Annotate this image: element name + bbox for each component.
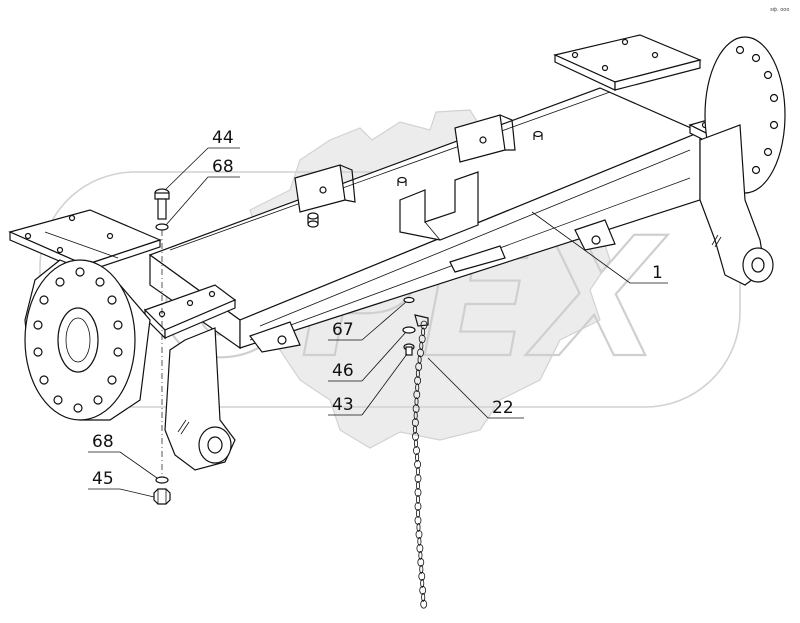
chain-link — [419, 585, 427, 595]
callouts: 44 68 1 67 46 43 22 — [88, 128, 668, 498]
left-hub-bore — [57, 307, 99, 373]
beam-brackets — [294, 114, 543, 241]
washer-67 — [403, 296, 415, 304]
chain-link — [415, 383, 420, 393]
chain-link — [414, 397, 419, 407]
right-end-assembly — [553, 34, 786, 286]
chain-link — [414, 376, 422, 386]
svg-text:68: 68 — [212, 157, 234, 177]
nut-45 — [153, 488, 171, 505]
chain-link — [415, 494, 420, 504]
chain-link — [419, 341, 424, 351]
chain-link — [414, 459, 422, 469]
svg-text:45: 45 — [92, 469, 114, 489]
chain-link — [415, 453, 420, 462]
bolt-44 — [154, 188, 170, 220]
chain-link — [414, 501, 422, 511]
chain-link — [418, 551, 423, 560]
svg-text:68: 68 — [92, 432, 114, 452]
screw-43 — [403, 343, 415, 356]
callout-68-top: 68 — [165, 157, 240, 226]
chain-link — [412, 404, 420, 414]
chain-link — [413, 390, 421, 400]
chain-link — [417, 557, 425, 567]
chain-link — [413, 411, 418, 421]
chain-link — [414, 487, 422, 497]
callout-22: 22 — [427, 357, 524, 419]
chain-link — [412, 425, 417, 434]
left-end-assembly — [8, 209, 237, 471]
svg-text:67: 67 — [332, 320, 354, 340]
svg-text:1: 1 — [652, 263, 663, 283]
washer-46 — [402, 326, 416, 334]
chain-link — [415, 362, 423, 372]
chain-22 — [411, 314, 429, 609]
corner-note: эф. ооо — [770, 7, 789, 13]
chain-link — [416, 523, 421, 532]
beam-lug-right — [574, 219, 616, 251]
chain-link — [415, 369, 420, 379]
svg-text:22: 22 — [492, 398, 514, 418]
callout-46: 46 — [328, 331, 407, 382]
left-mount-plate-top — [8, 209, 162, 266]
left-pivot-eye — [198, 426, 232, 464]
chain-link — [420, 578, 425, 588]
chain-link — [414, 473, 422, 483]
chain-link — [421, 327, 426, 337]
chain-link — [415, 466, 420, 476]
callout-1: 1 — [531, 211, 668, 284]
chain-link — [417, 355, 422, 365]
svg-text:43: 43 — [332, 395, 354, 415]
callout-43: 43 — [328, 353, 408, 416]
beam-lug-left — [249, 321, 301, 353]
callout-68-bottom: 68 — [88, 432, 158, 479]
chain-link — [412, 432, 419, 441]
chain-link — [414, 516, 422, 525]
chain-link — [420, 599, 428, 609]
callout-67: 67 — [328, 301, 407, 341]
callout-44: 44 — [164, 128, 240, 191]
chain-link — [418, 571, 426, 581]
chain-link — [421, 592, 426, 602]
chain-link — [416, 544, 424, 553]
left-flange-bolt-holes — [33, 267, 123, 413]
chain-link — [411, 418, 419, 428]
chain-link — [419, 564, 424, 574]
right-flange-bolt-holes — [735, 45, 779, 175]
chain-link — [415, 530, 423, 539]
u-bracket — [399, 171, 479, 241]
chain-link — [417, 537, 422, 546]
chain-link — [413, 439, 418, 448]
chain-link — [415, 480, 420, 490]
chain-link — [413, 446, 420, 455]
right-pivot-eye — [742, 247, 774, 283]
chain-link — [415, 509, 420, 518]
svg-text:44: 44 — [212, 128, 234, 148]
washer-68-bottom — [155, 476, 169, 484]
callout-45: 45 — [88, 469, 155, 498]
beam-bracket-bottom — [449, 245, 506, 273]
svg-text:46: 46 — [332, 361, 354, 381]
